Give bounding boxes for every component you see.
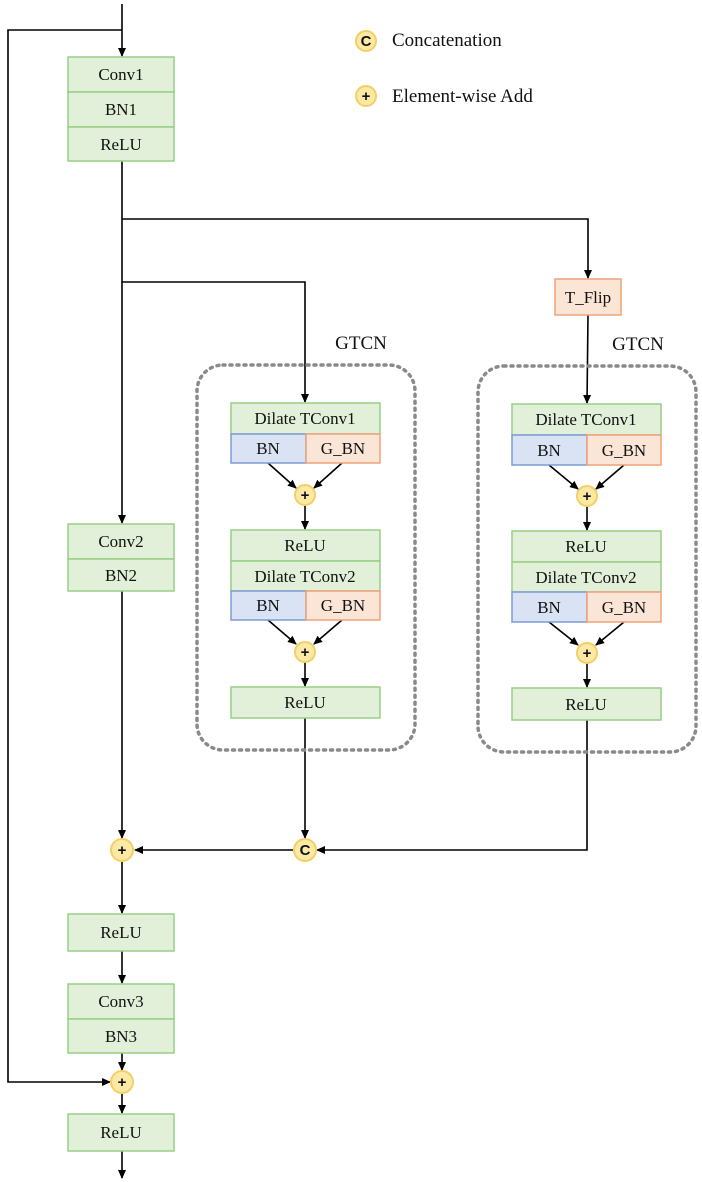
add-legend-label: Element-wise Add	[392, 86, 533, 107]
main-trunk: Conv1 BN1 ReLU Conv2 BN2 ReLU Conv3 BN3 …	[67, 56, 175, 1152]
gtcn-1-gbn-a-label: G_BN	[321, 439, 365, 458]
gtcn2-gbn-to-add1	[595, 464, 625, 490]
relu-mid-box	[67, 913, 175, 952]
gtcn-2-gbn-b-label: G_BN	[602, 598, 646, 617]
bn1-box	[67, 91, 175, 128]
gtcn1-gbn2-to-add2	[313, 619, 343, 645]
gtcn-1-container	[195, 363, 417, 752]
gtcn-2-gbn-b-box	[586, 591, 662, 623]
concat-legend-symbol: C	[361, 33, 372, 50]
gtcn-2-add-node-2	[576, 642, 598, 664]
gtcn-2-relu-b-label: ReLU	[565, 695, 607, 714]
gtcn-1-relu-b-label: ReLU	[284, 693, 326, 712]
gtcn-1-tconv1-box	[230, 402, 381, 435]
add-node-residual-symbol: +	[118, 1074, 127, 1091]
gtcn-1-add-symbol-1: +	[301, 487, 310, 504]
gtcn2-bn2-to-add2	[548, 621, 579, 646]
gtcn-2-add-node-1	[576, 485, 598, 507]
relu1-label: ReLU	[100, 135, 142, 154]
bn3-box	[67, 1018, 175, 1054]
conv3-label: Conv3	[98, 992, 143, 1011]
legend: C Concatenation + Element-wise Add	[355, 30, 533, 107]
gtcn1-bn2-to-add2	[267, 619, 297, 645]
gtcn-2-add-symbol-2: +	[583, 645, 592, 662]
t-flip: T_Flip	[554, 278, 622, 316]
bn2-label: BN2	[105, 566, 137, 585]
gtcn-2: GTCN Dilate TConv1 BN G_BN + ReLU Dilate…	[476, 334, 698, 754]
gtcn-2-relu-a-box	[511, 530, 662, 563]
gtcn-1-relu-a-box	[230, 529, 381, 562]
bn2-box	[67, 558, 175, 592]
gtcn-2-title: GTCN	[612, 334, 664, 355]
add-legend-icon	[355, 85, 377, 107]
relu-out-box	[67, 1113, 175, 1152]
branch-to-gtcn1-arrow	[122, 281, 309, 403]
gtcn1-bn-to-add1	[267, 462, 297, 489]
gtcn-1-bn-b-label: BN	[256, 596, 280, 615]
gtcn-1-title: GTCN	[335, 333, 387, 354]
bn3-label: BN3	[105, 1027, 137, 1046]
concat-node	[293, 838, 317, 862]
residual-skip-line	[7, 29, 122, 1086]
branch-to-tflip-arrow	[122, 218, 592, 279]
gtcn-2-tconv2-label: Dilate TConv2	[535, 568, 636, 587]
gtcn-1-gbn-b-box	[305, 590, 381, 621]
concat-legend-label: Concatenation	[392, 30, 502, 51]
add-node-residual	[110, 1070, 134, 1094]
relu1-box	[67, 126, 175, 162]
conv2-label: Conv2	[98, 532, 143, 551]
gtcn-1-add-node-1	[294, 484, 316, 506]
connections	[7, 4, 625, 1179]
conv2-box	[67, 523, 175, 560]
gtcn-1-gbn-b-label: G_BN	[321, 596, 365, 615]
gtcn-1-bn-b-box	[230, 590, 307, 621]
concat-legend-icon	[355, 30, 377, 52]
gtcn-2-gbn-a-label: G_BN	[602, 441, 646, 460]
gtcn-1-tconv2-box	[230, 560, 381, 592]
gtcn-1-bn-a-label: BN	[256, 439, 280, 458]
gtcn2-bn-to-add1	[548, 464, 579, 490]
gtcn-2-bn-a-box	[511, 434, 588, 466]
gtcn-2-bn-b-box	[511, 591, 588, 623]
relu-mid-label: ReLU	[100, 923, 142, 942]
add-node-main-symbol: +	[118, 842, 127, 859]
add-legend-symbol: +	[362, 88, 371, 105]
t-flip-label: T_Flip	[565, 288, 611, 307]
gtcn-1-tconv1-label: Dilate TConv1	[254, 409, 355, 428]
gtcn2-to-concat-arrow	[316, 720, 588, 854]
relu-out-label: ReLU	[100, 1123, 142, 1142]
concat-node-symbol: C	[300, 842, 311, 859]
gtcn2-gbn2-to-add2	[595, 621, 625, 646]
add-node-main	[110, 838, 134, 862]
gtcn1-gbn-to-add1	[313, 462, 343, 489]
gtcn-2-gbn-a-box	[586, 434, 662, 466]
gtcn-2-tconv1-label: Dilate TConv1	[535, 410, 636, 429]
gtcn-1-add-symbol-2: +	[301, 644, 310, 661]
gtcn-1-bn-a-box	[230, 433, 307, 464]
bn1-label: BN1	[105, 100, 137, 119]
gtcn-2-bn-a-label: BN	[537, 441, 561, 460]
t-flip-box	[554, 278, 622, 316]
gtcn-1-tconv2-label: Dilate TConv2	[254, 567, 355, 586]
tflip-to-gtcn2-arrow	[583, 314, 592, 404]
gtcn-2-relu-b-box	[511, 687, 662, 721]
gtcn-1-gbn-a-box	[305, 433, 381, 464]
gtcn-2-bn-b-label: BN	[537, 598, 561, 617]
merge-nodes: C + +	[110, 838, 317, 1094]
gtcn-2-relu-a-label: ReLU	[565, 537, 607, 556]
gtcn-2-add-symbol-1: +	[583, 488, 592, 505]
gtcn-2-tconv1-box	[511, 403, 662, 436]
gtcn-1-relu-a-label: ReLU	[284, 536, 326, 555]
conv1-box	[67, 56, 175, 93]
gtcn-2-container	[476, 364, 698, 754]
gtcn-1: GTCN Dilate TConv1 BN G_BN + ReLU Dilate…	[195, 333, 417, 752]
conv1-label: Conv1	[98, 65, 143, 84]
gtcn-1-relu-b-box	[230, 686, 381, 719]
gtcn-1-add-node-2	[294, 641, 316, 663]
